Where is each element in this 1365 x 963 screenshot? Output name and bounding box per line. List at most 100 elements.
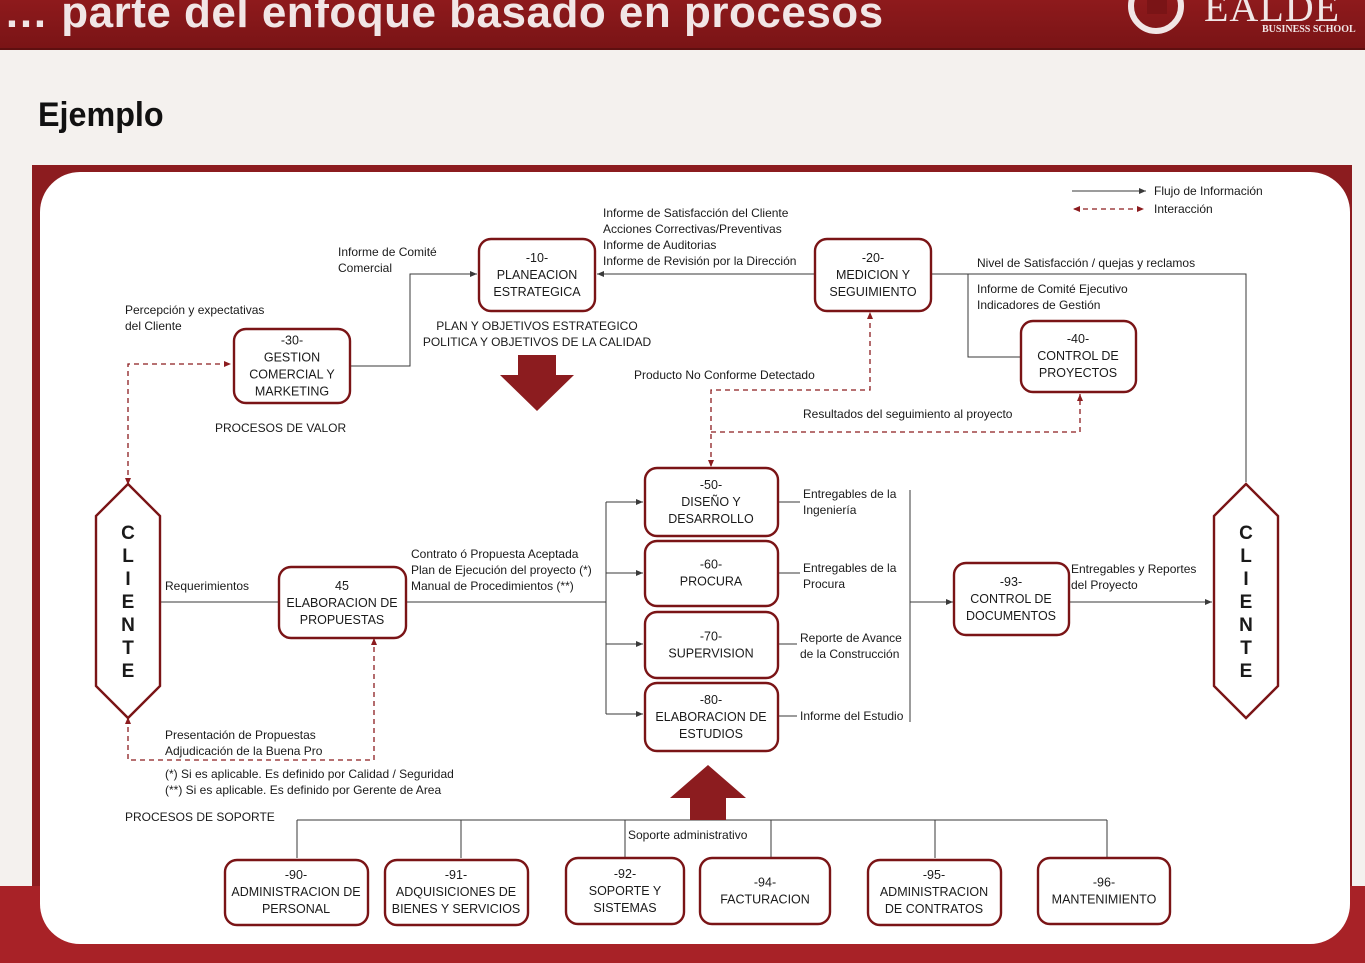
box-text-line: SOPORTE Y <box>589 884 662 898</box>
box-text-line: PERSONAL <box>262 902 330 916</box>
label-procesos-valor: PROCESOS DE VALOR <box>215 421 346 435</box>
process-box-95: -95- ADMINISTRACION DE CONTRATOS <box>866 858 1003 927</box>
box-text-line: -92- <box>614 867 636 881</box>
label-line: Informe de Comité Ejecutivo <box>977 282 1128 296</box>
down-arrow-icon <box>500 355 574 411</box>
box-text-line: ESTUDIOS <box>679 727 743 741</box>
label-line: Entregables de la <box>803 561 897 575</box>
process-box-70: -70- SUPERVISION <box>643 610 780 680</box>
cliente-letter: N <box>121 615 135 636</box>
cliente-letter: C <box>121 523 135 544</box>
label-line: Informe de Comité <box>338 245 437 259</box>
logo-icon <box>1128 0 1184 34</box>
box-text-line: MEDICION Y <box>836 268 911 282</box>
label-informe-estudio: Informe del Estudio <box>800 709 904 723</box>
box-text-line: ELABORACION DE <box>286 596 397 610</box>
cliente-letter: L <box>122 546 134 567</box>
cliente-letter: E <box>122 592 135 613</box>
process-box-20: -20- MEDICION Y SEGUIMIENTO <box>813 237 933 313</box>
label-resultados-seguimiento: Resultados del seguimiento al proyecto <box>803 407 1013 421</box>
cliente-letter: E <box>1240 592 1253 613</box>
box-text-line: DISEÑO Y <box>681 495 741 509</box>
process-box-92: -92- SOPORTE Y SISTEMAS <box>564 856 686 926</box>
box-text-line: ELABORACION DE <box>655 710 766 724</box>
box-text-line: -95- <box>923 868 945 882</box>
box-text-line: -50- <box>700 478 722 492</box>
cliente-letter: L <box>1240 546 1252 567</box>
legend-flow: Flujo de Información <box>1154 184 1263 198</box>
label-line: del Cliente <box>125 319 182 333</box>
box-text-line: -80- <box>700 693 722 707</box>
box-text-line: MARKETING <box>255 385 329 399</box>
box-text-line: PLANEACION <box>497 268 578 282</box>
label-line: Entregables de la <box>803 487 897 501</box>
box-text-line: CONTROL DE <box>970 592 1052 606</box>
label-line: Reporte de Avance <box>800 631 902 645</box>
label-requerimientos: Requerimientos <box>165 579 249 593</box>
label-line: Indicadores de Gestión <box>977 298 1100 312</box>
box-text-line: MANTENIMIENTO <box>1052 893 1157 907</box>
box-text-line: ADMINISTRACION <box>880 885 988 899</box>
label-line: Acciones Correctivas/Preventivas <box>603 222 782 236</box>
cliente-letter: E <box>1240 661 1253 682</box>
process-box-80: -80- ELABORACION DE ESTUDIOS <box>643 681 780 753</box>
cliente-letter: T <box>122 638 134 659</box>
box-text-line: PROYECTOS <box>1039 366 1117 380</box>
label-line: (*) Si es aplicable. Es definido por Cal… <box>165 767 454 781</box>
box-text-line: GESTION <box>264 351 320 365</box>
label-line: de la Construcción <box>800 647 899 661</box>
label-line: POLITICA Y OBJETIVOS DE LA CALIDAD <box>423 335 652 349</box>
label-procesos-soporte: PROCESOS DE SOPORTE <box>125 810 275 824</box>
box-text-line: SUPERVISION <box>668 647 753 661</box>
cliente-letter: I <box>1243 569 1248 590</box>
box-text-line: -70- <box>700 630 722 644</box>
box-text-line: DE CONTRATOS <box>885 902 983 916</box>
box-text-line: 45 <box>335 579 349 593</box>
label-line: Entregables y Reportes <box>1071 562 1196 576</box>
label-line: Procura <box>803 577 845 591</box>
box-text-line: -30- <box>281 334 303 348</box>
box-text-line: SEGUIMIENTO <box>829 285 917 299</box>
cliente-letter: C <box>1239 523 1253 544</box>
process-box-50: -50- DISEÑO Y DESARROLLO <box>643 466 780 538</box>
label-soporte-administrativo: Soporte administrativo <box>628 828 748 842</box>
box-text-line: -90- <box>285 868 307 882</box>
cliente-letter: N <box>1239 615 1253 636</box>
label-line: Informe de Revisión por la Dirección <box>603 254 796 268</box>
box-text-line: DOCUMENTOS <box>966 609 1056 623</box>
box-text-line: DESARROLLO <box>668 512 754 526</box>
slide-title: … parte del enfoque basado en procesos <box>4 0 884 37</box>
legend: Flujo de Información Interacción <box>1072 184 1263 216</box>
box-text-line: PROPUESTAS <box>300 613 385 627</box>
process-box-94: -94-FACTURACION <box>698 856 832 926</box>
label-line: (**) Si es aplicable. Es definido por Ge… <box>165 783 441 797</box>
box-text-line: -10- <box>526 251 548 265</box>
box-text-line: -20- <box>862 251 884 265</box>
cliente-letter: T <box>1240 638 1252 659</box>
box-text-line: ADQUISICIONES DE <box>396 885 516 899</box>
label-producto-no-conforme: Producto No Conforme Detectado <box>634 368 815 382</box>
box-text-line: -91- <box>445 868 467 882</box>
label-line: Adjudicación de la Buena Pro <box>165 744 323 758</box>
label-line: PLAN Y OBJETIVOS ESTRATEGICO <box>436 319 637 333</box>
cliente-letter: I <box>125 569 130 590</box>
process-box-60: -60-PROCURA <box>643 539 780 608</box>
logo-subtitle: BUSINESS SCHOOL <box>1262 24 1356 35</box>
header-bar: … parte del enfoque basado en procesos E… <box>0 0 1365 50</box>
label-line: Informe de Auditorias <box>603 238 716 252</box>
label-line: Comercial <box>338 261 392 275</box>
box-text-line: PROCURA <box>680 575 743 589</box>
process-box-96: -96-MANTENIMIENTO <box>1036 856 1172 926</box>
section-heading: Ejemplo <box>38 96 164 134</box>
label-line: Manual de Procedimientos (**) <box>411 579 574 593</box>
label-line: Contrato ó Propuesta Aceptada <box>411 547 579 561</box>
box-text-line: BIENES Y SERVICIOS <box>392 902 521 916</box>
box-text-line: SISTEMAS <box>593 901 656 915</box>
